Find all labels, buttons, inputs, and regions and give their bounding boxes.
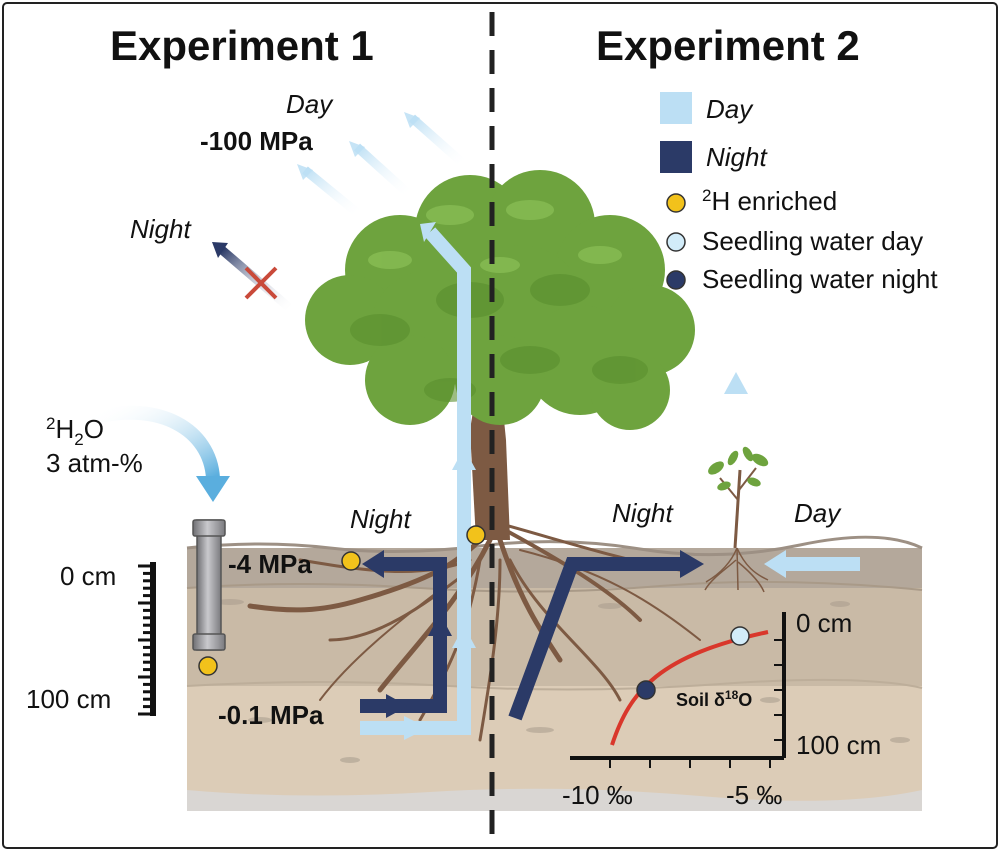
seedling-day-point — [730, 626, 750, 646]
legend-night-swatch — [660, 141, 692, 173]
inset-top-label: 0 cm — [796, 608, 852, 638]
tree-illustration — [247, 170, 701, 742]
seedling-night-flow-arrow — [508, 557, 688, 721]
seedling-illustration — [704, 446, 769, 593]
tracer-concentration: 3 atm-% — [46, 448, 143, 478]
inset-x-tick-right: -5 ‰ — [726, 780, 782, 810]
deep-potential: -0.1 MPa — [218, 700, 324, 730]
inset-bottom-label: 100 cm — [796, 730, 881, 760]
xylem-enriched-marker — [466, 525, 486, 545]
exp1-day-potential: -100 MPa — [200, 126, 313, 156]
depth-ruler — [138, 562, 156, 716]
legend-enriched-label: 2H enriched — [702, 186, 837, 216]
legend-seedling-day-label: Seedling water day — [702, 226, 923, 256]
legend-day-label: Day — [706, 94, 754, 124]
legend — [660, 92, 692, 290]
exp2-day-label: Day — [794, 498, 842, 528]
experiment1-flows — [90, 112, 476, 740]
injection-tube — [192, 519, 226, 651]
shallow-enriched-marker — [341, 551, 361, 571]
day-transpiration-arrow — [353, 143, 414, 199]
depth-bottom-label: 100 cm — [26, 684, 111, 714]
day-transpiration-arrow — [409, 114, 468, 169]
exp1-night-label: Night — [130, 214, 192, 244]
legend-seedling-night-label: Seedling water night — [702, 264, 938, 294]
seedling-night-point — [636, 680, 656, 700]
tracer-label: 2H2O — [46, 414, 104, 449]
shallow-potential: -4 MPa — [228, 549, 312, 579]
tracer-injection-arrow — [90, 405, 220, 479]
legend-enriched-marker — [666, 193, 686, 213]
inset-x-tick-left: -10 ‰ — [562, 780, 633, 810]
experiment2-title: Experiment 2 — [596, 22, 860, 69]
legend-night-label: Night — [706, 142, 768, 172]
depth-top-label: 0 cm — [60, 561, 116, 591]
exp1-soil-night-label: Night — [350, 504, 412, 534]
legend-day-swatch — [660, 92, 692, 124]
exp2-night-label: Night — [612, 498, 674, 528]
exp1-day-label: Day — [286, 89, 334, 119]
legend-seedling-day-marker — [666, 232, 686, 252]
legend-seedling-night-marker — [666, 270, 686, 290]
experiment2-flows — [508, 372, 860, 721]
injection-enriched-marker — [198, 656, 218, 676]
experiment1-title: Experiment 1 — [110, 22, 374, 69]
day-transpiration-arrow — [302, 166, 363, 219]
inset-title: Soil δ18O — [676, 688, 752, 710]
